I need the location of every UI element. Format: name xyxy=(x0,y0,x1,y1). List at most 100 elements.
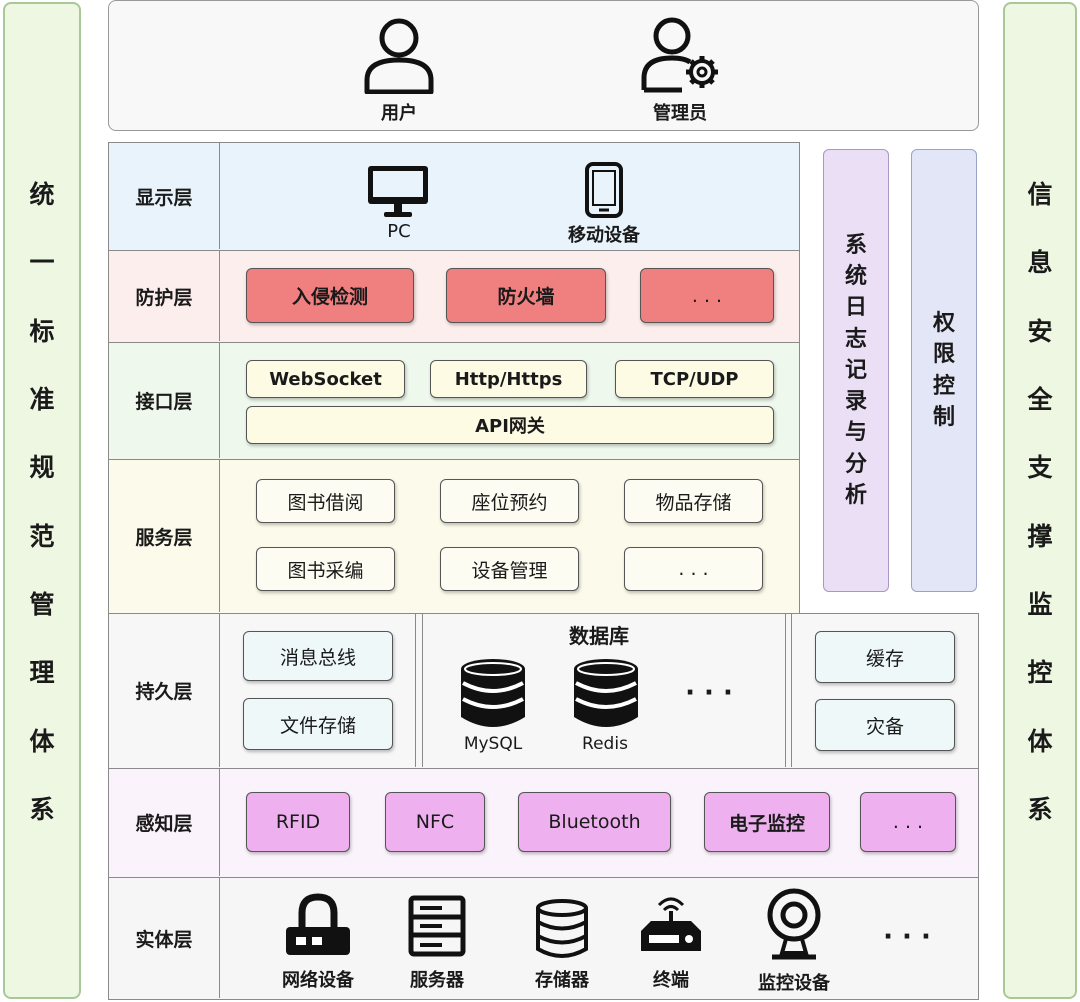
storage-label: 存储器 xyxy=(535,970,589,991)
pc-label: PC xyxy=(387,221,411,242)
side-char: 一 xyxy=(29,248,55,278)
vert-char: 限 xyxy=(932,342,955,368)
item-storage-box: 物品存储 xyxy=(624,479,763,523)
interface-layer-label: 接口层 xyxy=(109,343,220,458)
camera-icon xyxy=(763,886,825,964)
server-label: 服务器 xyxy=(410,970,464,991)
nfc-box: NFC xyxy=(385,792,485,852)
access-control-column: 权 限 控 制 xyxy=(911,149,977,592)
side-char: 理 xyxy=(29,658,55,688)
mobile-icon xyxy=(583,161,625,219)
device-manage-box: 设备管理 xyxy=(440,547,579,591)
tcp-udp-box: TCP/UDP xyxy=(615,360,774,398)
vert-char: 控 xyxy=(932,373,955,399)
side-char: 系 xyxy=(1027,794,1053,824)
vert-char: 系 xyxy=(844,232,867,258)
disaster-recovery-box: 灾备 xyxy=(815,699,955,751)
vert-char: 权 xyxy=(932,311,955,337)
protection-layer: 防护层 入侵检测 防火墙 . . . xyxy=(108,250,800,343)
book-borrow-box: 图书借阅 xyxy=(256,479,395,523)
persistence-layer-label: 持久层 xyxy=(109,614,220,767)
log-analysis-column: 系 统 日 志 记 录 与 分 析 xyxy=(823,149,889,592)
vert-char: 统 xyxy=(844,264,867,290)
vert-char: 志 xyxy=(844,326,867,352)
sensing-layer: 感知层 RFID NFC Bluetooth 电子监控 . . . xyxy=(108,768,979,878)
admin-label: 管理员 xyxy=(653,103,707,124)
rfid-box: RFID xyxy=(246,792,350,852)
side-char: 统 xyxy=(29,180,55,209)
service-layer-label: 服务层 xyxy=(109,460,220,612)
vert-char: 与 xyxy=(844,420,867,446)
side-char: 系 xyxy=(29,794,55,824)
display-layer-label: 显示层 xyxy=(109,143,220,249)
bluetooth-box: Bluetooth xyxy=(518,792,671,852)
interface-layer: 接口层 WebSocket Http/Https TCP/UDP API网关 xyxy=(108,342,800,460)
side-char: 控 xyxy=(1027,658,1053,688)
service-more-box: . . . xyxy=(624,547,763,591)
unified-standards-column: 统 一 标 准 规 范 管 理 体 系 xyxy=(3,2,81,999)
terminal-icon xyxy=(636,892,706,960)
database-icon xyxy=(568,656,644,730)
firewall-box: 防火墙 xyxy=(446,268,606,323)
side-char: 范 xyxy=(29,521,55,551)
persistence-layer: 持久层 消息总线 文件存储 数据库 MySQL Redis · · · 缓存 灾… xyxy=(108,613,979,769)
database-more: · · · xyxy=(685,678,733,708)
terminal-label: 终端 xyxy=(653,970,689,991)
side-char: 准 xyxy=(29,384,55,414)
websocket-box: WebSocket xyxy=(246,360,405,398)
entity-layer: 实体层 网络设备 服务器 存储器 xyxy=(108,877,979,1000)
user-admin-block: 用户 管理员 xyxy=(108,0,979,131)
security-support-column: 信 息 安 全 支 撑 监 控 体 系 xyxy=(1003,2,1077,999)
side-char: 管 xyxy=(29,589,55,619)
cache-box: 缓存 xyxy=(815,631,955,683)
side-char: 全 xyxy=(1027,384,1053,414)
database-title: 数据库 xyxy=(569,624,629,648)
surveillance-device-label: 监控设备 xyxy=(758,973,830,994)
http-box: Http/Https xyxy=(430,360,587,398)
user-icon xyxy=(359,15,439,95)
side-char: 体 xyxy=(1027,726,1053,756)
video-surveillance-box: 电子监控 xyxy=(704,792,830,852)
persist-right-divider xyxy=(785,614,792,767)
network-device-label: 网络设备 xyxy=(282,970,354,991)
server-icon xyxy=(407,894,467,958)
file-storage-box: 文件存储 xyxy=(243,698,393,750)
storage-icon xyxy=(533,898,591,960)
entity-layer-label: 实体层 xyxy=(109,878,220,998)
vert-char: 记 xyxy=(844,357,867,383)
side-char: 体 xyxy=(29,726,55,756)
mysql-label: MySQL xyxy=(463,734,523,754)
book-acquisition-box: 图书采编 xyxy=(256,547,395,591)
service-layer: 服务层 图书借阅 座位预约 物品存储 图书采编 设备管理 . . . xyxy=(108,459,800,614)
admin-gear-icon xyxy=(637,13,723,95)
router-icon xyxy=(281,890,355,960)
database-icon xyxy=(455,656,531,730)
vert-char: 录 xyxy=(844,389,867,415)
redis-label: Redis xyxy=(582,734,628,754)
monitor-icon xyxy=(365,163,431,221)
side-char: 信 xyxy=(1027,180,1053,209)
intrusion-detection-box: 入侵检测 xyxy=(246,268,414,323)
user-label: 用户 xyxy=(381,103,417,124)
protection-layer-label: 防护层 xyxy=(109,251,220,341)
side-char: 安 xyxy=(1027,316,1053,346)
side-char: 撑 xyxy=(1027,521,1053,551)
vert-char: 分 xyxy=(844,451,867,477)
side-char: 息 xyxy=(1027,248,1053,278)
vert-char: 日 xyxy=(844,295,867,321)
side-char: 规 xyxy=(29,453,55,483)
side-char: 标 xyxy=(29,316,55,346)
persist-left-section xyxy=(220,614,416,767)
vert-char: 析 xyxy=(844,482,867,508)
api-gateway-box: API网关 xyxy=(246,406,774,444)
persist-divider xyxy=(422,614,425,767)
protection-more-box: . . . xyxy=(640,268,774,323)
side-char: 支 xyxy=(1027,453,1053,483)
entity-more: · · · xyxy=(883,922,931,952)
sensing-layer-label: 感知层 xyxy=(109,769,220,876)
sensing-more-box: . . . xyxy=(860,792,956,852)
message-bus-box: 消息总线 xyxy=(243,631,393,681)
side-char: 监 xyxy=(1027,589,1053,619)
display-layer: 显示层 PC 移动设备 xyxy=(108,142,800,251)
vert-char: 制 xyxy=(932,404,955,430)
